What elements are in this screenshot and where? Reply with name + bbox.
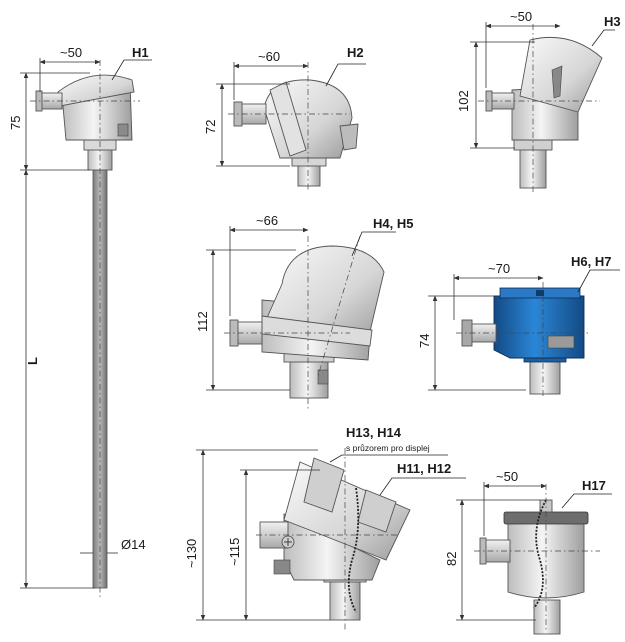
- head-h4-h5: [224, 235, 385, 410]
- h17-label: H17: [582, 478, 606, 493]
- h4-width-dim: ~66: [256, 213, 278, 228]
- h2-label: H2: [347, 45, 364, 60]
- h2-width-dim: ~60: [258, 49, 280, 64]
- dims-h2: [216, 62, 366, 167]
- h3-width-dim: ~50: [510, 9, 532, 24]
- head-h2: [228, 62, 359, 192]
- h6-width-dim: ~70: [488, 261, 510, 276]
- h2-height-dim: 72: [203, 120, 218, 134]
- head-h17: [474, 484, 600, 635]
- head-h6-h7: [456, 282, 590, 398]
- h4-height-dim: 112: [195, 311, 210, 332]
- h3-label: H3: [604, 14, 621, 29]
- h6-height-dim: 74: [417, 334, 432, 348]
- probe-length-label: L: [25, 357, 40, 365]
- h17-width-dim: ~50: [496, 469, 518, 484]
- dims-h4: [206, 226, 396, 391]
- dims-h11-h14: [196, 449, 466, 621]
- h13-label: H13, H14: [346, 425, 402, 440]
- h13-height-dim: ~130: [184, 539, 199, 568]
- h1-label: H1: [132, 45, 149, 60]
- dims-h6: [428, 269, 620, 391]
- h6-label: H6, H7: [571, 254, 611, 269]
- h11-label: H11, H12: [397, 461, 451, 476]
- head-h1: [30, 60, 140, 598]
- h11-height-dim: ~115: [227, 538, 242, 566]
- dims-h3: [470, 22, 615, 149]
- probe-stem: [92, 169, 108, 589]
- probe-diameter-label: Ø14: [121, 537, 146, 552]
- h4-label: H4, H5: [373, 216, 413, 231]
- h3-height-dim: 102: [456, 90, 471, 112]
- dims-h1: [20, 58, 152, 589]
- head-h11-h14: [256, 448, 411, 630]
- h17-height-dim: 82: [444, 552, 459, 566]
- h1-width-dim: ~50: [60, 45, 82, 60]
- dims-h17: [456, 482, 612, 621]
- h13-note: s průzorem pro displej: [346, 443, 430, 453]
- head-h3: [478, 24, 603, 192]
- h1-height-dim: 75: [8, 116, 23, 130]
